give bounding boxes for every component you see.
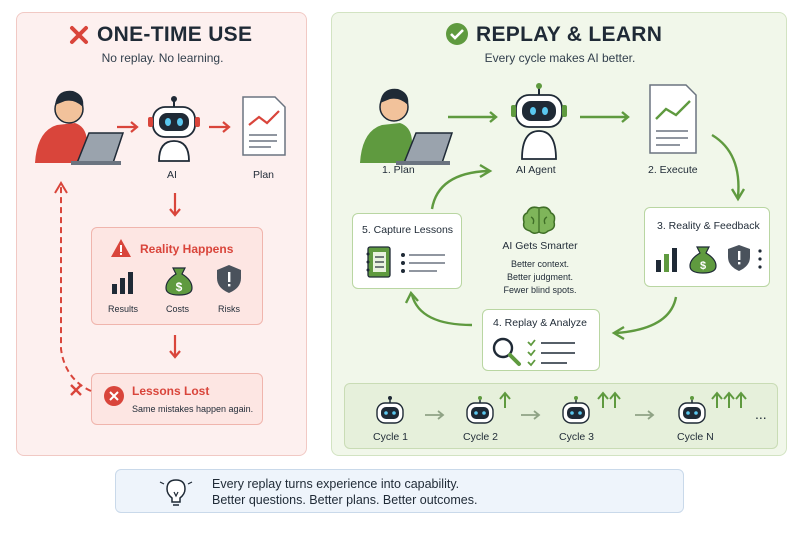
smarter-line-1: Better context. bbox=[510, 259, 570, 269]
double-up-arrow-icon bbox=[597, 391, 621, 408]
arrow-cycle-1 bbox=[425, 410, 445, 420]
x-icon bbox=[70, 26, 88, 44]
banner-line-1: Every replay turns experience into capab… bbox=[212, 477, 460, 491]
risks-label: Risks bbox=[218, 304, 240, 314]
checklist-icon bbox=[527, 339, 575, 367]
lessons-lost-text: Same mistakes happen again. bbox=[132, 404, 254, 414]
arrow-plan-to-agent bbox=[448, 111, 498, 123]
lessons-lost-card: Lessons Lost Same mistakes happen again. bbox=[91, 373, 263, 425]
execute-document-icon bbox=[649, 84, 697, 154]
arrow-capture-to-agent bbox=[430, 163, 493, 210]
lessons-lost-title: Lessons Lost bbox=[132, 384, 210, 398]
arrow-feedback-to-replay bbox=[611, 296, 678, 341]
costs-label: Costs bbox=[166, 304, 190, 314]
capture-lessons-card: 5. Capture Lessons bbox=[352, 213, 462, 289]
right-title: REPLAY & LEARN bbox=[476, 23, 663, 46]
arrow-cycle-3 bbox=[635, 410, 655, 420]
shield-alert-icon bbox=[217, 265, 241, 293]
arrow-replay-to-capture bbox=[404, 290, 473, 327]
replay-learn-panel: REPLAY & LEARN Every cycle makes AI bett… bbox=[331, 12, 787, 456]
magnifier-icon bbox=[492, 337, 521, 366]
ai-label: AI bbox=[167, 169, 177, 181]
left-subtitle: No replay. No learning. bbox=[101, 51, 224, 65]
smarter-line-3: Fewer blind spots. bbox=[503, 285, 577, 295]
person-laptop-icon bbox=[35, 90, 125, 165]
arrow-cycle-2 bbox=[521, 410, 541, 420]
more-vertical-icon bbox=[758, 249, 762, 269]
ai-agent-label: AI Agent bbox=[516, 164, 556, 176]
close-circle-icon bbox=[104, 386, 124, 406]
svg-text:$: $ bbox=[176, 280, 183, 294]
cycle-robot-icon bbox=[678, 396, 706, 424]
shield-alert-icon bbox=[728, 245, 750, 271]
robot-icon bbox=[148, 96, 200, 162]
check-circle-icon bbox=[446, 23, 468, 45]
dashed-return-arrow bbox=[54, 181, 92, 396]
left-title: ONE-TIME USE bbox=[97, 23, 253, 46]
right-subtitle: Every cycle makes AI better. bbox=[484, 51, 636, 65]
plan-document-icon bbox=[242, 96, 286, 156]
feedback-step-label: 3. Reality & Feedback bbox=[657, 220, 760, 232]
ai-smarter-title: AI Gets Smarter bbox=[502, 240, 578, 252]
arrow-down-2 bbox=[169, 335, 181, 359]
banner-line-2: Better questions. Better plans. Better o… bbox=[212, 493, 478, 507]
warning-icon bbox=[111, 239, 131, 257]
bar-chart-icon bbox=[656, 248, 677, 272]
svg-text:$: $ bbox=[700, 260, 706, 272]
bottom-banner: Every replay turns experience into capab… bbox=[115, 469, 684, 513]
arrow-execute-to-feedback bbox=[711, 133, 746, 202]
capture-step-label: 5. Capture Lessons bbox=[362, 224, 454, 236]
ai-agent-robot-icon bbox=[511, 83, 567, 160]
arrow-agent-to-execute bbox=[580, 111, 630, 123]
arrow-down-1 bbox=[169, 193, 181, 217]
cycle-n-label: Cycle N bbox=[677, 431, 714, 443]
smarter-line-2: Better judgment. bbox=[506, 272, 574, 282]
results-label: Results bbox=[108, 304, 139, 314]
plan-label: Plan bbox=[253, 169, 275, 181]
person-laptop-icon bbox=[360, 88, 454, 165]
bar-chart-icon bbox=[112, 272, 133, 294]
cycle-robot-icon bbox=[562, 396, 590, 424]
replay-step-label: 4. Replay & Analyze bbox=[493, 317, 587, 329]
cycle-robot-icon bbox=[376, 396, 404, 424]
cycles-strip: Cycle 1 Cycle 2 bbox=[344, 383, 778, 449]
bullet-list-icon bbox=[401, 253, 445, 273]
more-cycles-ellipsis: ... bbox=[755, 406, 767, 422]
money-bag-icon: $ bbox=[165, 267, 193, 296]
cycle-2-label: Cycle 2 bbox=[463, 431, 499, 443]
up-arrow-icon bbox=[499, 391, 511, 408]
arrow-right-2 bbox=[209, 121, 231, 133]
plan-step-label: 1. Plan bbox=[382, 164, 415, 176]
brain-icon bbox=[522, 206, 556, 235]
arrow-right-1 bbox=[117, 121, 139, 133]
reality-title: Reality Happens bbox=[140, 242, 234, 256]
cycle-3-label: Cycle 3 bbox=[559, 431, 595, 443]
reality-feedback-card: 3. Reality & Feedback $ bbox=[644, 207, 770, 287]
replay-analyze-card: 4. Replay & Analyze bbox=[482, 309, 600, 371]
reality-happens-card: Reality Happens Results $ Costs Risks bbox=[91, 227, 263, 325]
money-bag-icon: $ bbox=[689, 246, 717, 274]
notebook-icon bbox=[366, 246, 391, 278]
triple-up-arrow-icon bbox=[711, 391, 747, 408]
lightbulb-icon bbox=[159, 479, 193, 506]
cycle-robot-icon bbox=[466, 396, 494, 424]
one-time-use-panel: ONE-TIME USE No replay. No learning. AI … bbox=[16, 12, 307, 456]
execute-step-label: 2. Execute bbox=[648, 164, 698, 176]
cycle-1-label: Cycle 1 bbox=[373, 431, 409, 443]
